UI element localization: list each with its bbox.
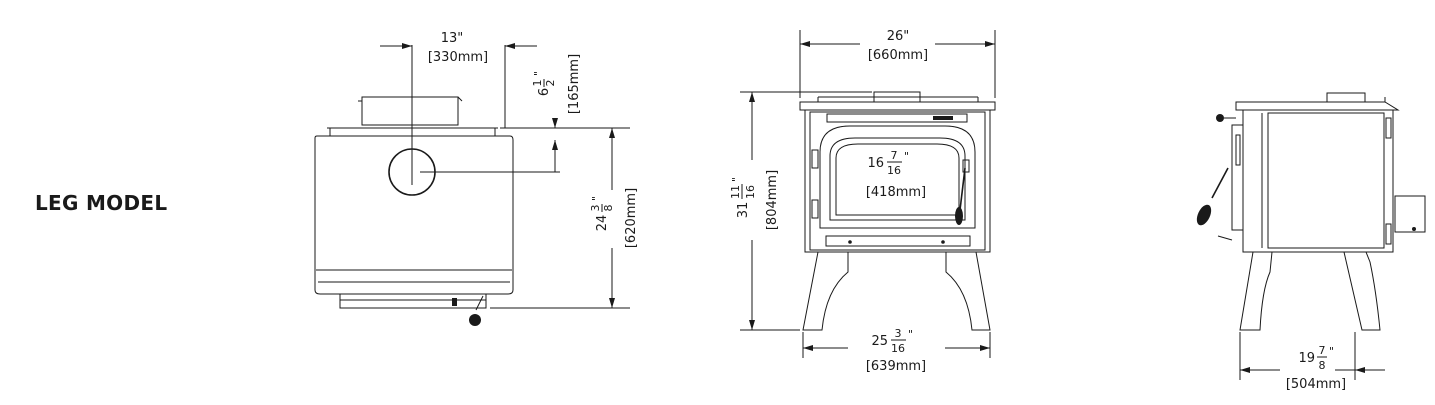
legs-width-quote: " bbox=[908, 328, 913, 341]
top-flue-offset-mm: [165mm] bbox=[567, 54, 582, 114]
front-body bbox=[804, 109, 991, 253]
door-width-label: 16 7 16 " [418mm] bbox=[866, 149, 926, 200]
front-height-num: 11 bbox=[729, 185, 742, 199]
door-glass bbox=[829, 137, 966, 221]
ash-lip bbox=[825, 235, 971, 247]
top-depth-num: 3 bbox=[589, 205, 602, 212]
side-rear-box bbox=[1394, 195, 1426, 233]
front-height-den: 16 bbox=[744, 185, 757, 199]
side-top-plate bbox=[1235, 101, 1400, 111]
top-flue-offset-num: 1 bbox=[531, 80, 544, 87]
front-view: 26" [660mm] 31 11 16 " [804mm] 16 7 16 "… bbox=[729, 29, 996, 374]
side-air-knob bbox=[1216, 114, 1224, 122]
door-handle bbox=[955, 207, 963, 225]
legs-width-num: 3 bbox=[895, 327, 902, 340]
top-flue-offset-quote: " bbox=[532, 71, 545, 76]
legs-width-mm: [639mm] bbox=[866, 359, 926, 374]
side-flue-collar bbox=[1326, 92, 1366, 103]
side-door-handle bbox=[1196, 204, 1212, 226]
side-body bbox=[1242, 109, 1394, 253]
side-view: 19 7 8 " [504mm] bbox=[1196, 92, 1426, 392]
front-height-mm: [804mm] bbox=[765, 170, 780, 230]
door-width-den: 16 bbox=[887, 164, 901, 177]
front-right-leg bbox=[945, 251, 991, 331]
top-flue-collar bbox=[361, 96, 459, 126]
front-height-whole: 31 bbox=[736, 202, 751, 219]
front-left-leg bbox=[802, 251, 849, 331]
front-top-plate bbox=[799, 101, 996, 111]
ash-drawer bbox=[339, 293, 487, 309]
side-depth-quote: " bbox=[1329, 345, 1334, 358]
top-flue-offset-den: 2 bbox=[544, 80, 557, 87]
door-width-quote: " bbox=[904, 150, 909, 163]
top-handle-knob bbox=[469, 314, 481, 326]
top-width-mm: [330mm] bbox=[428, 50, 488, 65]
side-depth-den: 8 bbox=[1319, 359, 1326, 372]
door-width-whole: 16 bbox=[867, 156, 884, 171]
door-width-mm: [418mm] bbox=[866, 185, 926, 200]
front-width-in: 26" bbox=[887, 29, 910, 44]
front-door bbox=[819, 125, 976, 229]
legs-width-whole: 25 bbox=[871, 334, 888, 349]
top-depth-quote: " bbox=[590, 196, 603, 201]
top-depth-whole: 24 bbox=[595, 215, 610, 232]
legs-width-den: 16 bbox=[891, 342, 905, 355]
top-depth-mm: [620mm] bbox=[624, 188, 639, 248]
top-view: 13" [330mm] 6 1 2 " [165mm] 24 3 8 " bbox=[314, 31, 639, 326]
top-depth-den: 8 bbox=[602, 205, 615, 212]
top-flue-offset-whole: 6 bbox=[537, 88, 552, 96]
front-height-quote: " bbox=[730, 177, 743, 182]
side-front-leg bbox=[1239, 251, 1273, 331]
diagram-title: LEG MODEL bbox=[35, 191, 168, 215]
side-depth-num: 7 bbox=[1319, 344, 1326, 357]
top-body bbox=[314, 135, 514, 295]
door-width-num: 7 bbox=[891, 149, 898, 162]
side-depth-mm: [504mm] bbox=[1286, 377, 1346, 392]
front-width-mm: [660mm] bbox=[868, 48, 928, 63]
side-rear-leg bbox=[1343, 251, 1381, 331]
side-depth-whole: 19 bbox=[1298, 351, 1315, 366]
top-width-in: 13" bbox=[441, 31, 464, 46]
